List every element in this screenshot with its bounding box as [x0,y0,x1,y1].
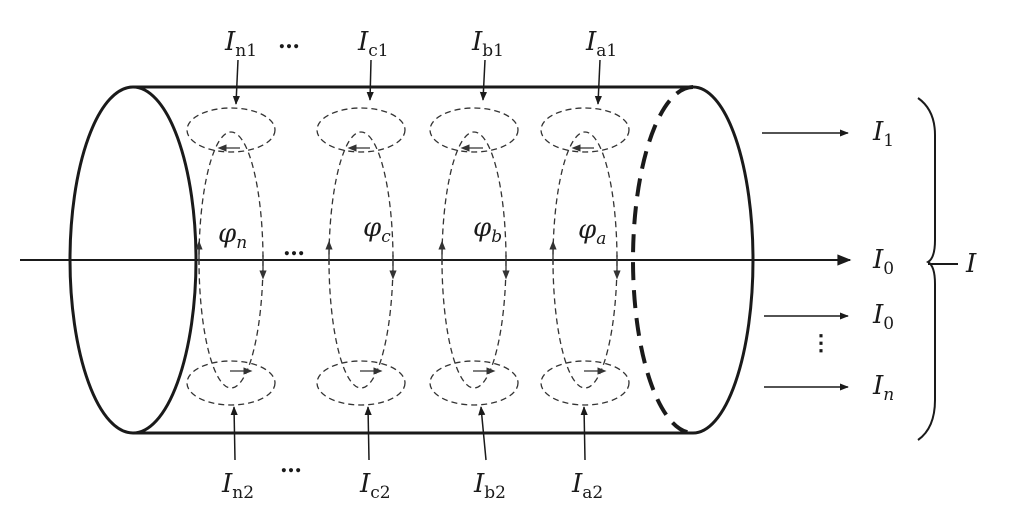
cylinder-right-end-back [631,85,694,435]
top-dashed-ring [186,107,276,153]
label-i0: I0 [872,245,894,279]
arrow-i-a1 [594,59,602,105]
label-i-b2: Ib2 [473,469,506,503]
bottom-ellipsis: … [280,452,302,478]
flux-loop-b [429,107,519,406]
top-dashed-ring [316,107,406,153]
arrow-i-c2 [364,406,372,461]
label-i-c1: Ic1 [357,27,389,61]
arrow-i-n2 [230,406,238,461]
flux-loop-c [316,107,406,406]
label-i-a2: Ia2 [571,469,603,503]
flux-loop-a [540,107,630,406]
label-i-total: I [965,249,977,279]
label-phi-n: φn [218,219,247,253]
arrow-i-c1 [366,59,374,101]
arrow-i-b2 [478,406,487,461]
flux-loop-n [186,107,276,406]
label-i0-second: I0 [872,300,894,334]
top-ellipsis: … [278,28,300,54]
middle-ellipsis: … [283,235,305,261]
label-phi-c: φc [363,213,391,247]
arrow-i-n1 [232,59,240,105]
bottom-dashed-ring [540,360,630,406]
bottom-dashed-ring [429,360,519,406]
label-i-n2: In2 [221,469,254,503]
label-i-a1: Ia1 [585,27,617,61]
label-i-c2: Ic2 [359,469,391,503]
label-in: In [872,371,894,405]
arrow-i-b1 [479,59,488,101]
right-brace [917,97,936,441]
label-i-b1: Ib1 [471,27,504,61]
label-phi-b: φb [473,213,502,247]
bottom-dashed-ring [316,360,406,406]
label-i-n1: In1 [224,27,257,61]
top-dashed-ring [429,107,519,153]
arrow-i-a2 [580,406,588,461]
cylinder [68,85,755,435]
label-phi-a: φa [578,215,606,249]
label-i1: I1 [872,117,894,151]
bottom-dashed-ring [186,360,276,406]
vertical-ellipsis: ⋮ [810,330,832,356]
top-dashed-ring [540,107,630,153]
